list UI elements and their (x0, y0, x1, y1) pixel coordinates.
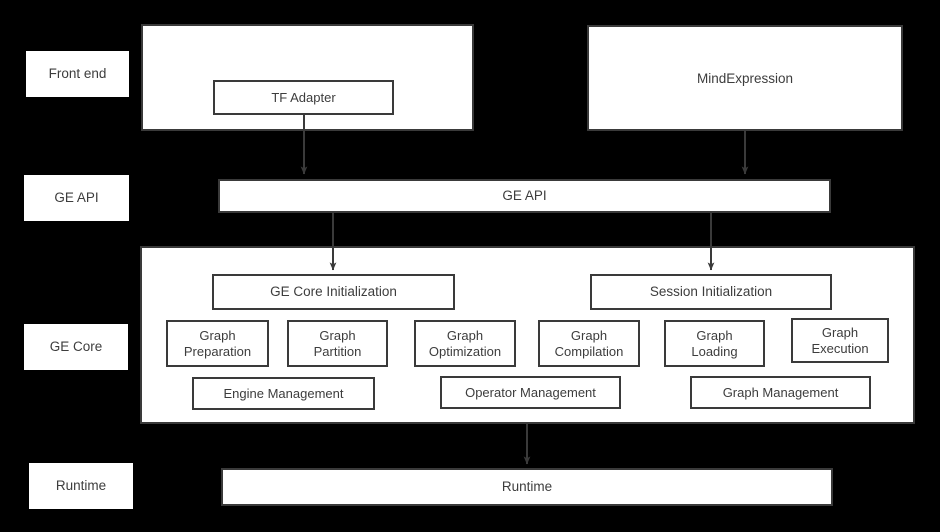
ge-core-initialization-label: GE Core Initialization (270, 283, 397, 299)
ge-core-initialization-box[interactable]: GE Core Initialization (212, 274, 455, 310)
stage-label-runtime-text: Runtime (55, 477, 107, 493)
stage-label-front-end: Front end (26, 51, 129, 97)
tf-adapter-box[interactable]: TF Adapter (213, 80, 394, 115)
runtime-bar[interactable]: Runtime (221, 468, 833, 506)
graph-execution-box[interactable]: Graph Execution (791, 318, 889, 363)
stage-label-ge-core: GE Core (24, 324, 128, 370)
ge-api-bar[interactable]: GE API (218, 179, 831, 213)
stage-label-ge-api-text: GE API (54, 189, 99, 205)
stage-label-ge-core-text: GE Core (49, 338, 103, 354)
graph-management-box[interactable]: Graph Management (690, 376, 871, 409)
mindexpression-title: MindExpression (696, 71, 794, 86)
stage-label-runtime: Runtime (29, 463, 133, 509)
operator-management-box[interactable]: Operator Management (440, 376, 621, 409)
graph-optimization-box[interactable]: Graph Optimization (414, 320, 516, 367)
runtime-bar-label: Runtime (501, 478, 553, 494)
graph-management-label: Graph Management (722, 384, 839, 400)
operator-management-label: Operator Management (465, 384, 596, 400)
graph-preparation-label: Graph Preparation (183, 327, 252, 359)
engine-management-box[interactable]: Engine Management (192, 377, 375, 410)
mindexpression-container: MindExpression (587, 25, 903, 131)
graph-loading-label: Graph Loading (691, 327, 738, 359)
graph-compilation-box[interactable]: Graph Compilation (538, 320, 640, 367)
graph-preparation-box[interactable]: Graph Preparation (166, 320, 269, 367)
graph-partition-label: Graph Partition (313, 327, 362, 359)
session-initialization-label: Session Initialization (649, 283, 773, 299)
graph-execution-label: Graph Execution (811, 324, 869, 356)
graph-compilation-label: Graph Compilation (554, 327, 624, 359)
engine-management-label: Engine Management (223, 385, 344, 401)
stage-label-ge-api: GE API (24, 175, 129, 221)
ge-api-bar-label: GE API (502, 187, 547, 203)
stage-label-front-end-text: Front end (48, 65, 107, 81)
graph-optimization-label: Graph Optimization (428, 327, 502, 359)
tf-adapter-label: TF Adapter (271, 89, 336, 105)
graph-loading-box[interactable]: Graph Loading (664, 320, 765, 367)
graph-partition-box[interactable]: Graph Partition (287, 320, 388, 367)
session-initialization-box[interactable]: Session Initialization (590, 274, 832, 310)
